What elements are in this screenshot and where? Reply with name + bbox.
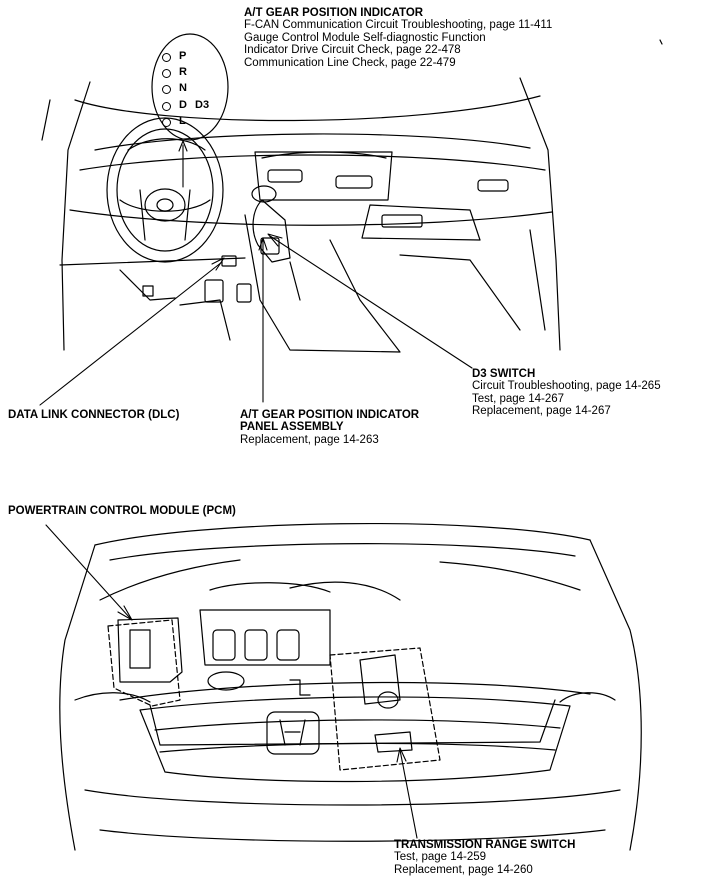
callout-title: D3 SWITCH xyxy=(472,368,536,380)
callout-title: POWERTRAIN CONTROL MODULE (PCM) xyxy=(8,505,236,517)
gear-row-n: N xyxy=(162,82,222,98)
gear-row-d: D D3 xyxy=(162,99,222,115)
callout-indicator-panel: A/T GEAR POSITION INDICATOR PANEL ASSEMB… xyxy=(240,409,419,446)
callout-dlc: DATA LINK CONNECTOR (DLC) xyxy=(8,409,179,421)
callout-title: DATA LINK CONNECTOR (DLC) xyxy=(8,409,180,421)
engine-bay-drawing xyxy=(59,522,642,851)
callout-title: PANEL ASSEMBLY xyxy=(240,421,344,434)
callout-range-switch: TRANSMISSION RANGE SWITCH Test, page 14-… xyxy=(394,839,575,876)
indicator-lamp-icon xyxy=(162,85,171,95)
dashboard-drawing xyxy=(41,39,663,353)
callout-title: A/T GEAR POSITION INDICATOR xyxy=(244,7,424,19)
callout-title: A/T GEAR POSITION INDICATOR xyxy=(240,409,420,421)
callout-reference: F-CAN Communication Circuit Troubleshoot… xyxy=(244,19,553,32)
gear-indicator-bubble xyxy=(151,33,229,141)
indicator-lamp-icon xyxy=(162,117,171,127)
callout-reference: Gauge Control Module Self-diagnostic Fun… xyxy=(244,31,486,44)
indicator-lamp-icon xyxy=(162,53,171,62)
callout-gear-indicator: A/T GEAR POSITION INDICATOR F-CAN Commun… xyxy=(244,7,552,69)
gear-row-p: P xyxy=(162,50,222,66)
callout-reference: Replacement, page 14-263 xyxy=(240,433,379,446)
callout-pcm: POWERTRAIN CONTROL MODULE (PCM) xyxy=(8,505,236,517)
gear-row-r: R xyxy=(162,66,222,82)
indicator-lamp-icon xyxy=(162,101,171,111)
gear-position-display: P R N D D3 L xyxy=(162,50,222,131)
callout-reference: Test, page 14-267 xyxy=(472,392,565,405)
callout-reference: Indicator Drive Circuit Check, page 22-4… xyxy=(244,44,461,57)
callout-d3-switch: D3 SWITCH Circuit Troubleshooting, page … xyxy=(472,368,661,418)
callout-reference: Communication Line Check, page 22-479 xyxy=(244,56,456,69)
callout-reference: Replacement, page 14-267 xyxy=(472,405,611,418)
callout-title: TRANSMISSION RANGE SWITCH xyxy=(394,839,576,851)
callout-reference: Replacement, page 14-260 xyxy=(394,863,533,876)
leader-lines xyxy=(39,140,473,839)
d3-indicator-label: D3 xyxy=(195,98,210,111)
gear-row-l: L xyxy=(162,115,222,131)
indicator-lamp-icon xyxy=(162,69,171,79)
callout-reference: Test, page 14-259 xyxy=(394,851,487,864)
callout-reference: Circuit Troubleshooting, page 14-265 xyxy=(472,380,661,393)
